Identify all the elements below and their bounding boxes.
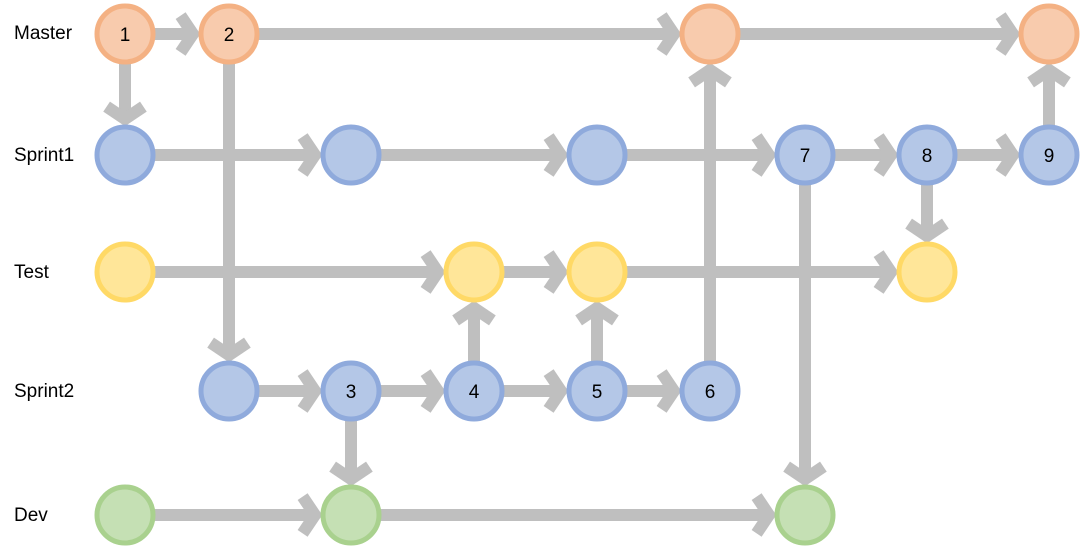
commit-node-da	[94, 484, 156, 546]
arrowhead-s2d-tc	[575, 300, 619, 326]
arrowhead-m1-m2	[175, 12, 201, 56]
arrowhead-m2-m3	[656, 12, 682, 56]
arrowhead-s1f-m4	[1027, 62, 1071, 88]
arrowhead-s2c-s2d	[543, 369, 569, 413]
commit-label-m2: 2	[224, 25, 235, 46]
commit-label-s2e: 6	[705, 382, 716, 403]
commit-label-s2d: 5	[592, 382, 603, 403]
commit-label-s2c: 4	[469, 382, 480, 403]
commit-node-s1e	[896, 124, 958, 186]
arrowhead-s2c-tb	[452, 300, 496, 326]
arrowhead-s1b-s1c	[543, 133, 569, 177]
lane-label-sprint2: Sprint2	[14, 381, 75, 402]
commit-node-s1a	[94, 124, 156, 186]
commit-node-s2a	[198, 360, 260, 422]
lane-label-dev: Dev	[14, 505, 48, 526]
commit-label-m1: 1	[120, 25, 131, 46]
commit-node-m4	[1018, 3, 1080, 65]
arrowhead-s1c-s1d	[751, 133, 777, 177]
arrowhead-s2e-m3	[688, 62, 732, 88]
commit-node-m2	[198, 3, 260, 65]
commit-node-db	[320, 484, 382, 546]
arrowhead-da-db	[297, 493, 323, 537]
arrowhead-ta-tb	[420, 250, 446, 294]
arrowhead-s2b-s2c	[420, 369, 446, 413]
arrowhead-tc-td	[873, 250, 899, 294]
commit-node-s1c	[566, 124, 628, 186]
commit-node-tc	[566, 241, 628, 303]
arrowhead-s1a-s1b	[297, 133, 323, 177]
arrowhead-s1d-dc	[783, 461, 827, 487]
commit-label-s1d: 7	[800, 146, 811, 167]
arrowhead-s2b-db	[329, 461, 373, 487]
lane-label-test: Test	[14, 262, 49, 283]
commit-node-ta	[94, 241, 156, 303]
commit-node-s1d	[774, 124, 836, 186]
commit-node-m3	[679, 3, 741, 65]
lane-label-sprint1: Sprint1	[14, 145, 75, 166]
commit-node-s2c	[443, 360, 505, 422]
commit-node-s2d	[566, 360, 628, 422]
commit-node-tb	[443, 241, 505, 303]
commit-node-s1f	[1018, 124, 1080, 186]
arrowhead-s2d-s2e	[656, 369, 682, 413]
arrowhead-s1e-s1f	[995, 133, 1021, 177]
arrowhead-tb-tc	[543, 250, 569, 294]
arrowhead-db-dc	[751, 493, 777, 537]
commit-label-s1e: 8	[922, 146, 933, 167]
commit-node-s1b	[320, 124, 382, 186]
arrowhead-m3-m4	[995, 12, 1021, 56]
commit-node-m1	[94, 3, 156, 65]
commit-label-s1f: 9	[1044, 146, 1055, 167]
arrowhead-s1d-s1e	[873, 133, 899, 177]
commit-node-s2e	[679, 360, 741, 422]
lane-label-master: Master	[14, 23, 73, 44]
commit-label-s2b: 3	[346, 382, 357, 403]
commit-node-dc	[774, 484, 836, 546]
commit-node-s2b	[320, 360, 382, 422]
arrowhead-m1-s1a	[103, 101, 147, 127]
arrowhead-m2-s2a	[207, 337, 251, 363]
arrowhead-s1e-td	[905, 218, 949, 244]
commit-node-td	[896, 241, 958, 303]
arrowhead-s2a-s2b	[297, 369, 323, 413]
